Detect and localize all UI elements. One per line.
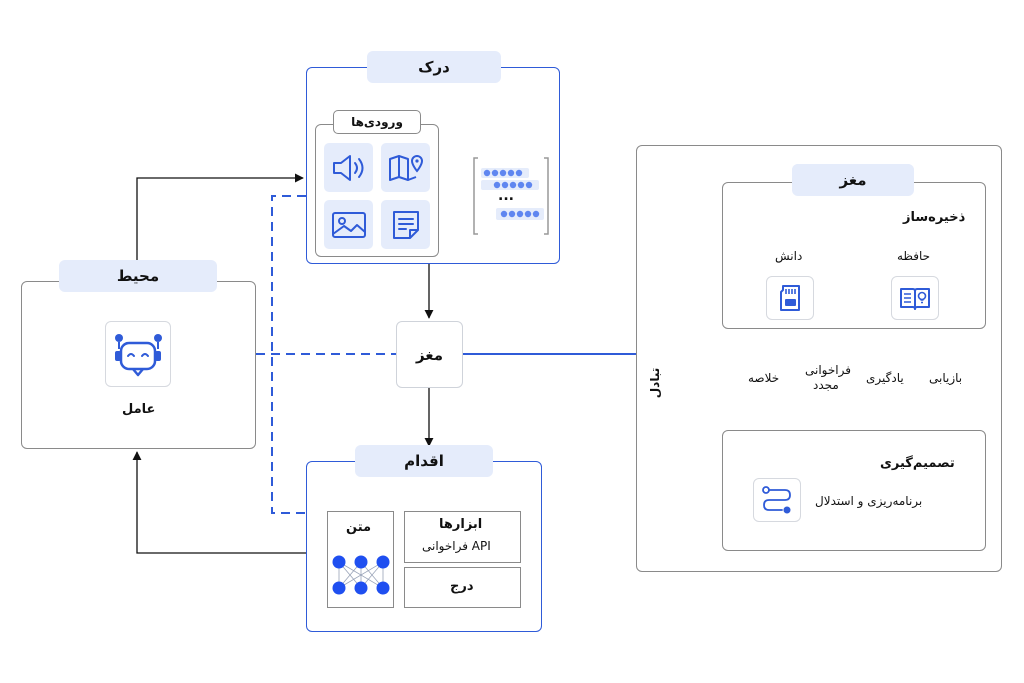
speaker-icon	[332, 154, 363, 181]
brain-title-cover: مغز	[792, 164, 914, 196]
learning-label: یادگیری	[866, 371, 904, 385]
retrieval-label: بازیابی	[929, 371, 963, 385]
memory-label: حافظه	[897, 249, 931, 263]
note-icon	[392, 210, 419, 239]
flow-icon	[762, 486, 791, 514]
map-tile	[381, 143, 430, 192]
brain-center-box: مغز	[396, 321, 463, 388]
insert-box	[404, 567, 521, 608]
image-icon	[331, 211, 366, 238]
knowledge-label: دانش	[775, 249, 803, 263]
robot-icon	[115, 334, 162, 377]
storage-title: ذخیره‌ساز	[903, 210, 966, 225]
agent-label: عامل	[122, 402, 156, 417]
planning-label: برنامه‌ریزی و استدلال	[815, 494, 923, 508]
tools-sub: فراخوانی API	[422, 539, 491, 553]
representation-bracket	[473, 157, 549, 235]
storage-box	[722, 182, 986, 329]
decision-title: تصمیم‌گیری	[880, 456, 955, 471]
book-icon	[900, 288, 930, 310]
image-tile	[324, 200, 373, 249]
inputs-title: ورودی‌ها	[333, 110, 421, 134]
tools-title: ابزارها	[439, 517, 483, 532]
summary-label: خلاصه	[748, 371, 780, 385]
recall-label-1: فراخوانی	[805, 363, 851, 377]
dashed-feedback-line	[271, 195, 306, 514]
environment-title: محیط	[59, 260, 217, 292]
perception-title: درک	[367, 51, 501, 83]
tools-box	[404, 511, 521, 563]
sd-card-icon	[780, 285, 800, 311]
network-graphic	[332, 555, 390, 595]
memory-card	[891, 276, 939, 320]
action-title: اقدام	[355, 445, 493, 477]
agent-card	[105, 321, 171, 387]
text-label: متن	[346, 520, 372, 535]
note-tile	[381, 200, 430, 249]
brain-title-text: مغز	[839, 171, 867, 189]
map-icon	[388, 154, 423, 181]
exchange-label: تبادل	[648, 367, 663, 399]
knowledge-card	[766, 276, 814, 320]
insert-label: درج	[450, 579, 474, 594]
speaker-tile	[324, 143, 373, 192]
representation-ellipsis: ...	[498, 188, 514, 204]
brain-center-label: مغز	[415, 345, 444, 364]
action-to-env-arrow	[132, 451, 306, 554]
recall-label-2: مجدد	[813, 378, 839, 392]
planning-card	[753, 478, 801, 522]
env-to-perception-arrow	[136, 173, 304, 260]
